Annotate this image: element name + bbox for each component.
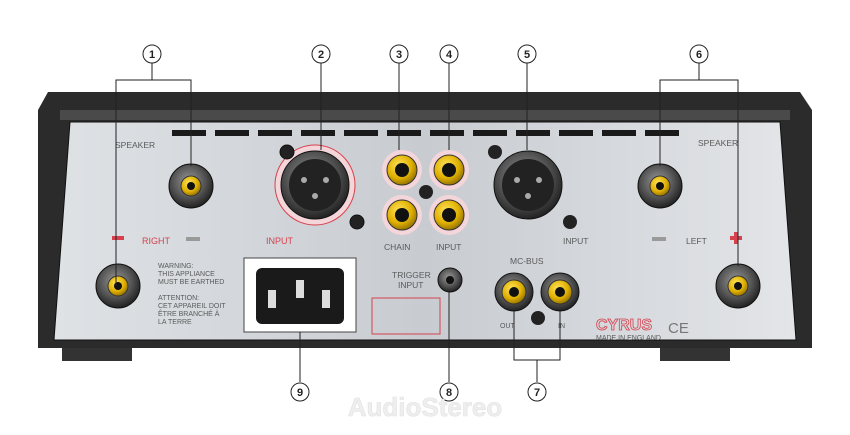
ce-mark: CE (668, 320, 689, 337)
callout-lines (115, 62, 739, 382)
vent-slot (645, 130, 679, 136)
speaker-right-label: SPEAKER (115, 140, 155, 150)
input-xlr-right-label: INPUT (266, 236, 294, 246)
callout-7: 7 (534, 387, 540, 399)
svg-text:LA TERRE: LA TERRE (158, 319, 192, 326)
chain-label: CHAIN (384, 242, 410, 252)
svg-text:CET APPAREIL DOIT: CET APPAREIL DOIT (158, 303, 226, 310)
mcbus-in-jack[interactable] (540, 272, 580, 312)
right-foot (660, 345, 730, 361)
power-inlet-iec[interactable] (243, 257, 357, 333)
trigger-label-line2: INPUT (398, 280, 424, 290)
brand-logo: CYRUS (596, 317, 652, 334)
speaker-terminal-left-positive[interactable] (715, 263, 761, 309)
chassis (38, 92, 812, 361)
rca-chain-bottom[interactable] (382, 195, 422, 235)
mcbus-label: MC-BUS (510, 256, 544, 266)
left-label: LEFT (686, 236, 707, 246)
svg-text:THIS APPLIANCE: THIS APPLIANCE (158, 271, 215, 278)
svg-text:ATTENTION:: ATTENTION: (158, 295, 199, 302)
svg-text:WARNING:: WARNING: (158, 263, 194, 270)
callout-5: 5 (524, 49, 530, 61)
plus-marker-right (112, 236, 124, 240)
input-xlr-left-label: INPUT (563, 236, 589, 246)
screw-icon (349, 214, 365, 230)
speaker-terminal-left-negative[interactable] (637, 163, 683, 209)
speaker-terminal-right-positive[interactable] (168, 163, 214, 209)
in-label: IN (558, 323, 565, 330)
xlr-input-left[interactable] (488, 145, 577, 229)
speaker-left-label: SPEAKER (698, 138, 738, 148)
svg-text:MUST BE EARTHED: MUST BE EARTHED (158, 279, 224, 286)
rca-input-top[interactable] (429, 150, 469, 190)
left-foot (62, 345, 132, 361)
screw-icon (563, 215, 577, 229)
rca-input-bottom[interactable] (429, 195, 469, 235)
callout-8: 8 (446, 387, 452, 399)
input-rca-label: INPUT (436, 242, 462, 252)
vent-slot (516, 130, 550, 136)
watermark-text: AudioStereo (348, 392, 503, 422)
xlr-input-right[interactable] (274, 144, 365, 230)
vent-slot (172, 130, 206, 136)
vent-slot (301, 130, 335, 136)
vent-slot (602, 130, 636, 136)
vent-slot (215, 130, 249, 136)
vent-slot (387, 130, 421, 136)
warning-text: WARNING: THIS APPLIANCE MUST BE EARTHED … (158, 263, 226, 326)
rear-panel (53, 121, 797, 341)
screw-icon (279, 144, 295, 160)
out-label: OUT (500, 323, 516, 330)
minus-marker-left (652, 237, 666, 241)
vent-slots (172, 130, 679, 136)
rca-chain-top[interactable] (382, 150, 422, 190)
callout-3: 3 (396, 49, 402, 61)
vent-slot (473, 130, 507, 136)
serial-label-box (371, 297, 441, 335)
callout-9: 9 (297, 387, 303, 399)
made-in-label: MADE IN ENGLAND (596, 335, 661, 342)
trigger-input-jack[interactable] (437, 267, 463, 293)
right-label: RIGHT (142, 236, 171, 246)
callout-2: 2 (318, 49, 324, 61)
screw-icon (488, 145, 502, 159)
screw-icon (419, 185, 433, 199)
trigger-label-line1: TRIGGER (392, 270, 431, 280)
speaker-terminal-right-negative[interactable] (95, 263, 141, 309)
mcbus-out-jack[interactable] (494, 272, 534, 312)
vent-slot (344, 130, 378, 136)
callout-markers: 1 2 3 4 5 6 7 8 9 (142, 44, 709, 402)
callout-1: 1 (149, 49, 155, 61)
screw-icon (531, 311, 545, 325)
vent-slot (559, 130, 593, 136)
minus-marker-right (186, 237, 200, 241)
callout-6: 6 (696, 49, 702, 61)
svg-text:ÊTRE BRANCHÉ À: ÊTRE BRANCHÉ À (158, 309, 220, 318)
callout-4: 4 (446, 49, 453, 61)
vent-slot (430, 130, 464, 136)
vent-slot (258, 130, 292, 136)
